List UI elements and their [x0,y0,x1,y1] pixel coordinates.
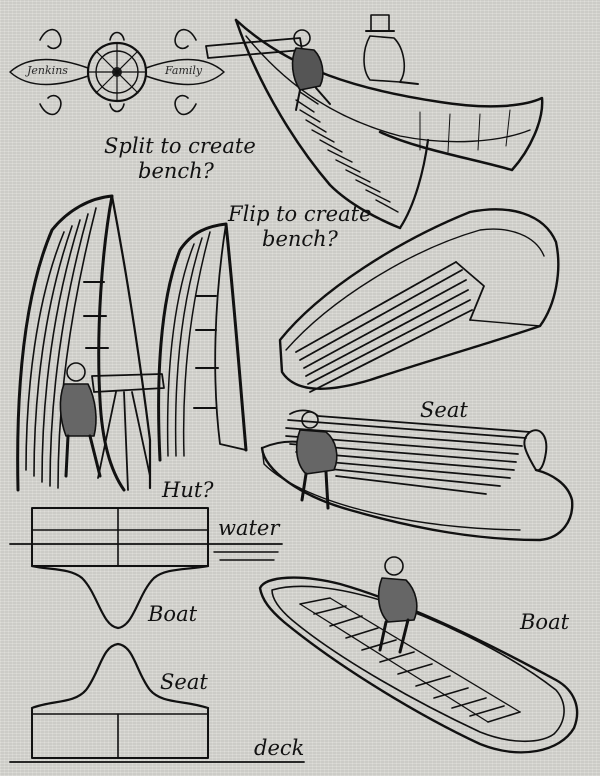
logo-right-word: Family [165,64,203,77]
flipped-boat-bench-drawing [278,208,560,393]
split-label-line-1: Split to create [104,134,256,158]
flip-to-create-bench-label: Flip to create bench? [228,202,372,252]
cross-section-diagrams [9,507,305,763]
seat-label-left: Seat [160,670,208,694]
water-label: water [218,516,280,540]
split-to-create-bench-label: Split to create bench? [104,134,256,184]
flip-label-line-1: Flip to create [228,202,372,226]
boat-seat-bench-drawing [260,409,574,542]
logo-left-word: Jenkins [27,64,68,77]
boat-label-right: Boat [520,610,570,634]
family-crest-logo [9,28,225,116]
boat-walkway-drawing [258,556,579,754]
hut-label: Hut? [162,478,214,502]
boat-label-left: Boat [148,602,198,626]
flip-label-line-2: bench? [262,227,338,251]
deck-label: deck [254,736,305,760]
rowboat-with-figures-drawing [205,14,544,230]
seat-label-right: Seat [420,398,468,422]
boat-hut-drawing [16,194,248,492]
split-label-line-2: bench? [138,159,214,183]
